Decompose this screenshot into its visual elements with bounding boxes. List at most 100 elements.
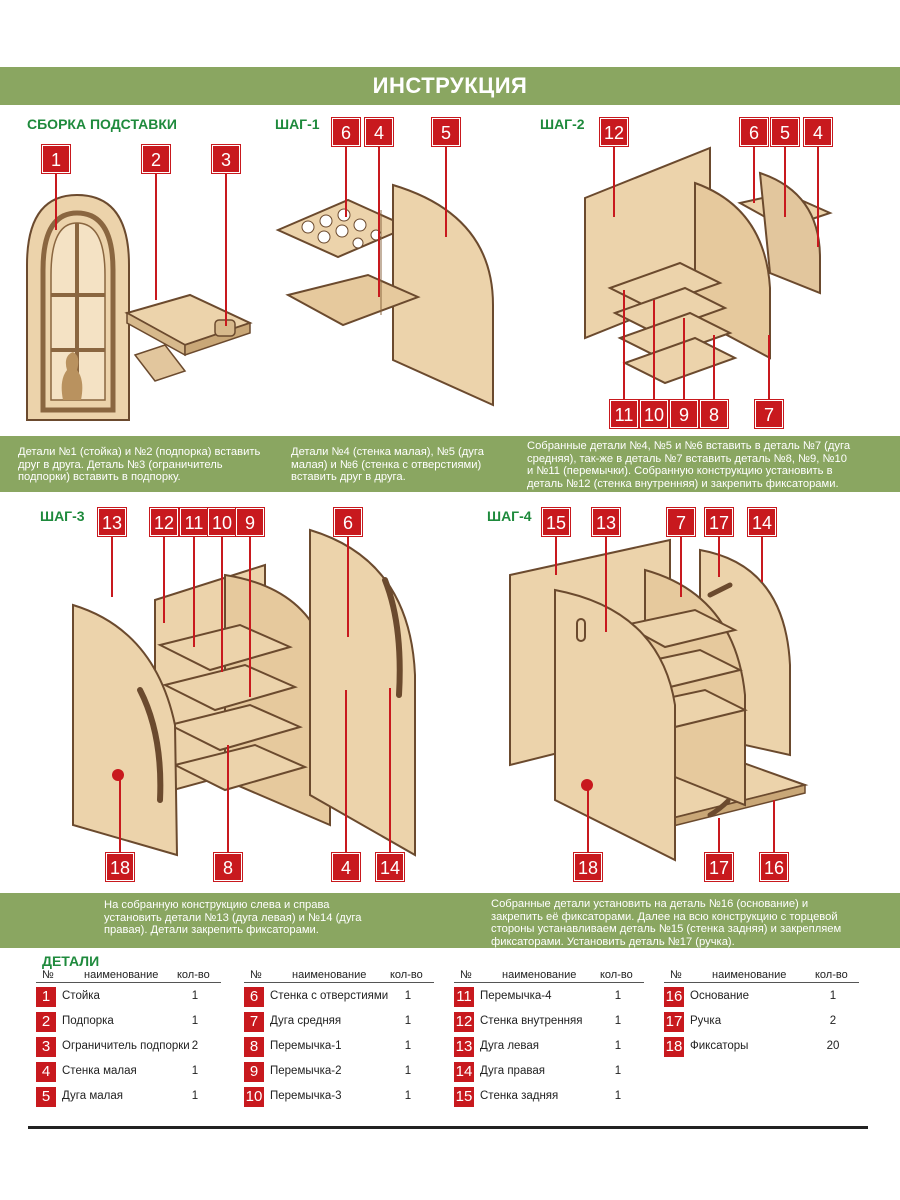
part-number-badge: 3 <box>36 1037 56 1057</box>
part-quantity: 1 <box>191 1090 199 1102</box>
details-row: 11 Перемычка-4 1 <box>454 987 644 1009</box>
part-number-badge: 6 <box>244 987 264 1007</box>
part-label-13: 13 <box>97 507 127 537</box>
part-number-badge: 18 <box>664 1037 684 1057</box>
details-row: 9 Перемычка-2 1 <box>244 1062 434 1084</box>
part-number-badge: 12 <box>454 1012 474 1032</box>
part-label-4: 4 <box>364 117 394 147</box>
part-label-11: 11 <box>609 399 639 429</box>
part-label-14b: 14 <box>747 507 777 537</box>
part-number-badge: 4 <box>36 1062 56 1082</box>
stand-assembly-illustration <box>26 193 253 421</box>
part-name: Стенка внутренняя <box>480 1015 583 1027</box>
header-qty: кол-во <box>177 969 210 981</box>
part-label-18: 18 <box>105 852 135 882</box>
part-label-4c: 4 <box>331 852 361 882</box>
stand-assembly-title: СБОРКА ПОДСТАВКИ <box>27 116 177 132</box>
header-qty: кол-во <box>600 969 633 981</box>
part-label-17: 17 <box>704 507 734 537</box>
step1-text: Детали №4 (стенка малая), №5 (дуга малая… <box>291 446 484 484</box>
part-quantity: 1 <box>614 1015 622 1027</box>
part-label-14: 14 <box>375 852 405 882</box>
step-description-band-2 <box>0 893 900 948</box>
part-label-12: 12 <box>599 117 629 147</box>
part-number-badge: 16 <box>664 987 684 1007</box>
step2-title: ШАГ-2 <box>540 116 585 132</box>
part-name: Перемычка-4 <box>480 990 552 1002</box>
part-quantity: 1 <box>614 990 622 1002</box>
part-name: Дуга левая <box>480 1040 540 1052</box>
header-qty: кол-во <box>390 969 423 981</box>
details-title: ДЕТАЛИ <box>42 953 100 969</box>
step3-title: ШАГ-3 <box>40 508 85 524</box>
part-label-9b: 9 <box>235 507 265 537</box>
part-quantity: 1 <box>404 1040 412 1052</box>
part-label-6b: 6 <box>739 117 769 147</box>
part-number-badge: 1 <box>36 987 56 1007</box>
part-name: Ручка <box>690 1015 722 1027</box>
header-qty: кол-во <box>815 969 848 981</box>
part-label-6c: 6 <box>333 507 363 537</box>
part-number-badge: 9 <box>244 1062 264 1082</box>
part-quantity: 1 <box>614 1090 622 1102</box>
header-name: наименование <box>712 969 787 981</box>
part-name: Стенка малая <box>62 1065 137 1077</box>
part-label-11b: 11 <box>179 507 209 537</box>
part-number-badge: 14 <box>454 1062 474 1082</box>
step4-text: Собранные детали установить на деталь №1… <box>491 898 842 948</box>
part-quantity: 1 <box>404 1065 412 1077</box>
bottom-divider <box>28 1126 868 1129</box>
part-quantity: 20 <box>826 1040 840 1052</box>
step-description-band-1 <box>0 436 900 492</box>
header-num: № <box>670 969 682 981</box>
part-quantity: 1 <box>404 990 412 1002</box>
step1-title: ШАГ-1 <box>275 116 320 132</box>
instruction-title: ИНСТРУКЦИЯ <box>0 67 900 105</box>
part-label-10: 10 <box>639 399 669 429</box>
step4-illustration <box>509 538 809 862</box>
header-name: наименование <box>502 969 577 981</box>
part-label-7b: 7 <box>666 507 696 537</box>
part-label-13b: 13 <box>591 507 621 537</box>
part-label-15: 15 <box>541 507 571 537</box>
part-label-6: 6 <box>331 117 361 147</box>
part-label-7: 7 <box>754 399 784 429</box>
header-num: № <box>250 969 262 981</box>
part-name: Перемычка-1 <box>270 1040 342 1052</box>
part-label-4b: 4 <box>803 117 833 147</box>
part-label-3: 3 <box>211 144 241 174</box>
part-label-2: 2 <box>141 144 171 174</box>
header-num: № <box>42 969 54 981</box>
part-label-9: 9 <box>669 399 699 429</box>
part-name: Перемычка-3 <box>270 1090 342 1102</box>
part-number-badge: 7 <box>244 1012 264 1032</box>
part-name: Перемычка-2 <box>270 1065 342 1077</box>
part-label-8b: 8 <box>213 852 243 882</box>
part-number-badge: 15 <box>454 1087 474 1107</box>
part-name: Подпорка <box>62 1015 114 1027</box>
part-quantity: 1 <box>404 1090 412 1102</box>
header-name: наименование <box>84 969 159 981</box>
step4-title: ШАГ-4 <box>487 508 532 524</box>
part-name: Фиксаторы <box>690 1040 749 1052</box>
part-quantity: 1 <box>191 990 199 1002</box>
part-number-badge: 13 <box>454 1037 474 1057</box>
step3-illustration <box>72 528 416 857</box>
part-label-8: 8 <box>699 399 729 429</box>
part-number-badge: 11 <box>454 987 474 1007</box>
part-quantity: 1 <box>191 1015 199 1027</box>
stand-assembly-text: Детали №1 (стойка) и №2 (подпорка) встав… <box>18 446 261 484</box>
